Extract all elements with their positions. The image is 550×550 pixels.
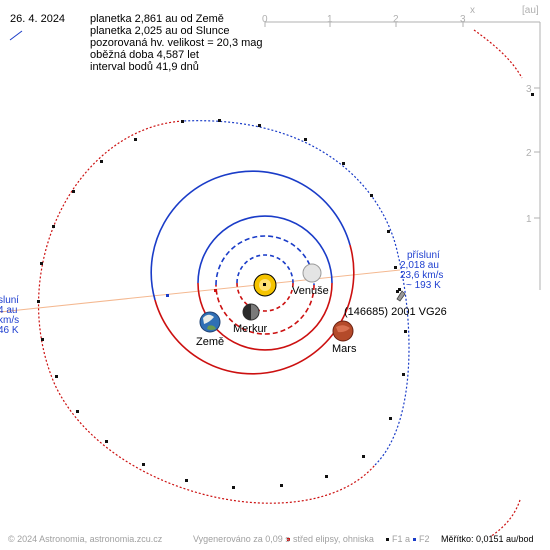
orbit-point — [232, 486, 235, 489]
outer-orbit-arc-bottom — [489, 499, 521, 538]
orbit-point — [325, 475, 328, 478]
earth-clouds — [203, 314, 214, 324]
legend-center-marker — [287, 538, 290, 541]
footer-legend-f1: F1 a — [392, 534, 411, 544]
date-label: 26. 4. 2024 — [10, 13, 66, 25]
aphelion-title: slunί — [0, 294, 19, 306]
orbit-point — [100, 160, 103, 163]
orbit-point — [304, 138, 307, 141]
apsis-line — [0, 269, 401, 313]
orbit-point — [394, 266, 397, 269]
info-orbital-period: oběžná doba 4,587 let — [90, 49, 199, 61]
venus — [302, 263, 322, 283]
ellipse-focus-f2 — [166, 294, 169, 297]
orbit-point — [362, 455, 365, 458]
asteroid-marker — [396, 290, 406, 302]
orbit-point — [52, 225, 55, 228]
aphelion-temperature: 46 K — [0, 325, 19, 336]
info-earth-distance: planetka 2,861 au od Země — [90, 13, 224, 25]
orbit-point — [396, 290, 399, 293]
earth-label: Země — [196, 336, 224, 348]
mars-orbit-red — [154, 244, 355, 375]
footer-generated: Vygenerováno za 0,09 s — [193, 534, 290, 544]
outer-orbit-arc-top — [473, 29, 523, 79]
perihelion-distance: 2,018 au — [400, 260, 439, 271]
orbit-point — [40, 262, 43, 265]
mars-surface — [336, 325, 350, 333]
orbit-point — [181, 120, 184, 123]
orbit-point — [76, 410, 79, 413]
perihelion-title: přísluní — [407, 250, 440, 261]
orbit-point — [387, 230, 390, 233]
unit-label: [au] — [522, 5, 539, 16]
orbit-point — [185, 479, 188, 482]
orbit-point — [105, 440, 108, 443]
orbit-point — [218, 119, 221, 122]
orbit-point — [398, 288, 401, 291]
info-sun-distance: planetka 2,025 au od Slunce — [90, 25, 230, 37]
orbit-point — [72, 190, 75, 193]
x-tick-label-3: 3 — [460, 14, 466, 25]
venus-orbit-north — [215, 235, 315, 286]
y-tick-label-2: 2 — [526, 148, 532, 159]
orbit-point — [531, 93, 534, 96]
legend-f2-marker — [413, 538, 416, 541]
legend-f1-marker — [386, 538, 389, 541]
perihelion-speed: 23,6 km/s — [400, 270, 443, 281]
asteroid-label: (146685) 2001 VG26 — [344, 306, 447, 318]
x-tick-label-1: 1 — [327, 14, 333, 25]
perihelion-temperature: ~ 193 K — [406, 280, 441, 291]
orbit-point — [402, 373, 405, 376]
direction-indicator — [9, 30, 23, 41]
orbit-point — [142, 463, 145, 466]
venus-label: Venuše — [292, 285, 329, 297]
footer-copyright: © 2024 Astronomia, astronomia.zcu.cz — [8, 534, 163, 544]
orbit-interval-points — [37, 93, 534, 489]
mercury-orbit-south — [236, 282, 294, 312]
mars-orbit-blue — [150, 170, 351, 301]
footer-scale: Měřítko: 0,0151 au/bod — [441, 534, 534, 544]
sun-focus-f1 — [263, 283, 266, 286]
orbit-point — [370, 194, 373, 197]
mercury-shadow — [243, 304, 251, 320]
axes — [264, 21, 541, 290]
orbit-point — [404, 330, 407, 333]
footer-legend-center: střed elipsy, ohniska — [293, 534, 374, 544]
orbit-point — [258, 124, 261, 127]
orbit-point — [134, 138, 137, 141]
orbit-point — [37, 300, 40, 303]
orbit-point — [41, 338, 44, 341]
aphelion-speed: km/s — [0, 315, 19, 326]
x-axis-label: x — [470, 5, 475, 16]
mercury-orbit-north — [236, 254, 294, 284]
orbit-point — [389, 417, 392, 420]
x-tick-label-2: 2 — [393, 14, 399, 25]
orbit-point — [280, 484, 283, 487]
info-magnitude: pozorovaná hv. velikost = 20,3 mag — [90, 37, 263, 49]
earth-land — [207, 325, 216, 330]
mars-label: Mars — [332, 343, 357, 355]
footer-legend-f2: F2 — [419, 534, 430, 544]
mercury-label: Merkur — [233, 323, 268, 335]
y-tick-label-3: 3 — [526, 84, 532, 95]
earth-orbit-north — [197, 215, 333, 284]
asteroid-orbit-blue — [182, 120, 410, 466]
orbit-point — [342, 162, 345, 165]
info-point-interval: interval bodů 41,9 dnů — [90, 61, 199, 73]
x-tick-label-0: 0 — [262, 14, 268, 25]
ellipse-center — [214, 289, 217, 292]
y-tick-label-1: 1 — [526, 214, 532, 225]
venus-orbit-south — [215, 284, 315, 335]
orbit-point — [55, 375, 58, 378]
aphelion-distance: 4 au — [0, 305, 17, 316]
earth-orbit-south — [197, 282, 333, 351]
